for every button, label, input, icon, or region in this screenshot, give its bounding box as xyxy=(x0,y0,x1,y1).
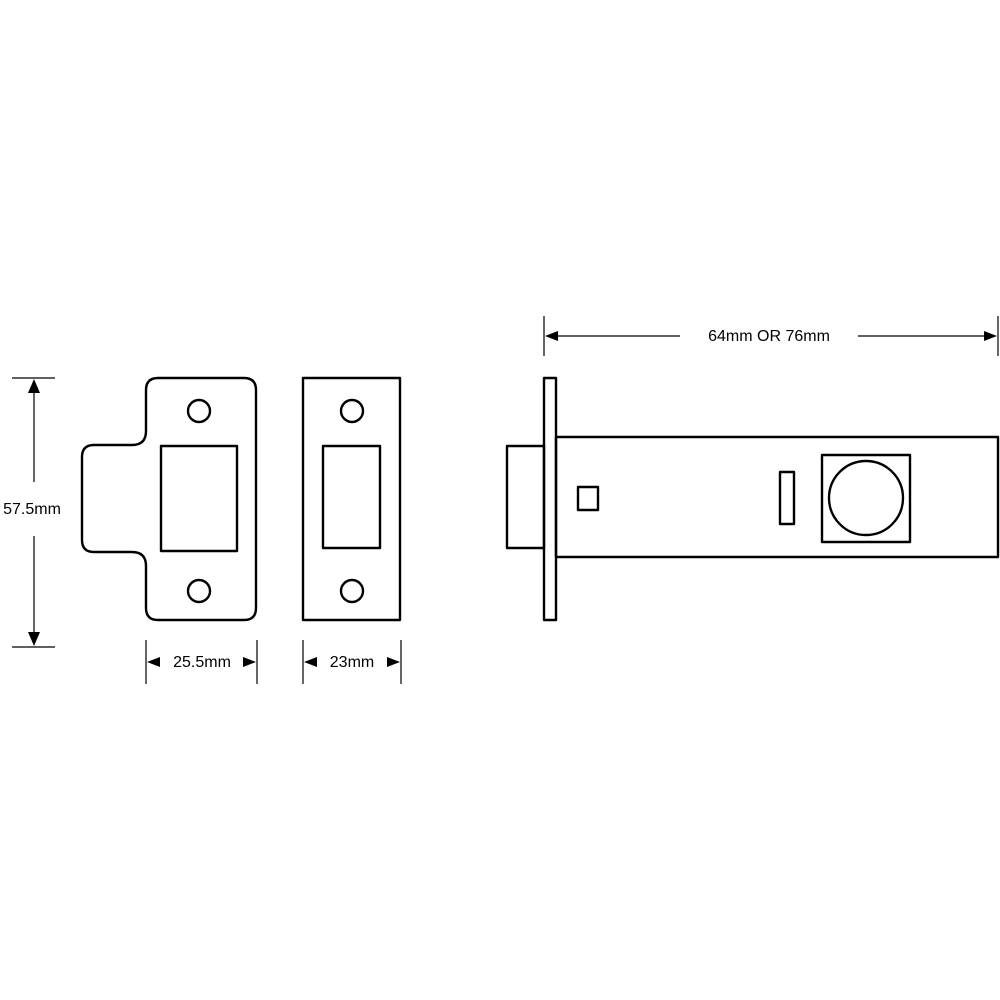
backset-label: 64mm OR 76mm xyxy=(708,328,830,345)
forend-plate-outline xyxy=(301,376,402,622)
forend-width-label: 23mm xyxy=(330,654,374,671)
strike-plate xyxy=(80,376,258,622)
tubular-latch-side-view xyxy=(505,376,1000,622)
strike-plate-screw-hole-bottom xyxy=(186,578,212,604)
forend-plate-screw-hole-bottom xyxy=(339,578,365,604)
strike-width-arrow-left xyxy=(147,657,160,667)
backset-arrow-left xyxy=(545,331,558,341)
strike-width-label: 25.5mm xyxy=(173,654,231,671)
height-dimension: 57.5mm xyxy=(3,377,61,648)
latch-slot xyxy=(778,470,796,526)
strike-width-arrow-right xyxy=(243,657,256,667)
strike-plate-latch-opening xyxy=(159,444,239,553)
strike-plate-screw-hole-top xyxy=(186,398,212,424)
height-arrow-up xyxy=(28,379,40,393)
strike-plate-width-dimension: 25.5mm xyxy=(145,640,258,684)
backset-dimension: 64mm OR 76mm xyxy=(543,316,999,356)
latch-small-square-hole xyxy=(576,485,600,512)
latch-bolt-head xyxy=(505,444,546,550)
latch-spindle-follower xyxy=(827,459,905,537)
forend-width-arrow-right xyxy=(387,657,400,667)
forend-plate-latch-opening xyxy=(321,444,382,550)
backset-arrow-right xyxy=(984,331,997,341)
forend-plate-width-dimension: 23mm xyxy=(302,640,402,684)
height-arrow-down xyxy=(28,632,40,646)
forend-plate-screw-hole-top xyxy=(339,398,365,424)
forend-plate xyxy=(301,376,402,622)
latch-follower-housing xyxy=(820,453,912,544)
height-dimension-label: 57.5mm xyxy=(3,501,61,518)
latch-forend-plate-edge xyxy=(542,376,558,622)
latch-body-case xyxy=(554,435,1000,559)
strike-plate-outline xyxy=(80,376,258,622)
forend-width-arrow-left xyxy=(304,657,317,667)
